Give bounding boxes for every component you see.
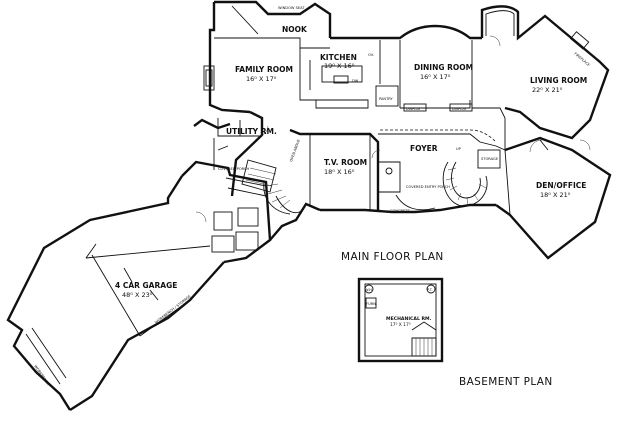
label-den-office: DEN/OFFICE: [536, 181, 586, 190]
label-pantry: PANTRY: [379, 97, 394, 101]
label-tv-room: T.V. ROOM: [324, 158, 367, 167]
label-living-room: LIVING ROOM: [530, 76, 587, 85]
label-workbench: WORKBENCH: [33, 364, 50, 386]
label-family-room: FAMILY ROOM: [235, 65, 293, 74]
stairs: [241, 159, 291, 215]
dim-tv-room: 18⁰ X 16⁰: [324, 168, 355, 176]
label-display-2: DISPLAY: [452, 107, 468, 111]
label-fireplace: FIREPLACE: [573, 52, 591, 68]
label-furnace: FURN.: [366, 302, 377, 306]
label-open-above: OPEN ABOVE: [289, 138, 301, 162]
label-nook: NOOK: [282, 25, 308, 34]
doors: [195, 35, 591, 223]
basement-plan-drawing: [357, 277, 444, 363]
plan-titles: MAIN FLOOR PLAN BASEMENT PLAN: [341, 251, 553, 388]
dim-living-room: 22⁰ X 21⁰: [532, 86, 563, 94]
basement-plan-title: BASEMENT PLAN: [459, 376, 553, 388]
label-ov: OV.: [368, 53, 374, 57]
dim-garage: 48⁰ X 23⁰: [122, 291, 153, 299]
label-garage: 4 CAR GARAGE: [115, 281, 177, 290]
label-concrete: CONCRETE: [390, 209, 410, 213]
garage-details: [25, 177, 267, 385]
label-covered-entry: COVERED ENTRY PORCH: [406, 185, 450, 189]
detail-labels: PANTRY DISPLAY DISPLAY STORAGE COVERED E…: [33, 52, 591, 387]
label-dining-room: DINING ROOM: [414, 63, 473, 72]
label-display-1: DISPLAY: [406, 107, 422, 111]
label-up: UP: [456, 147, 462, 151]
family-fireplace: [203, 65, 215, 91]
interior-walls: [213, 5, 590, 216]
label-kitchen: KITCHEN: [320, 53, 357, 62]
room-labels: WINDOW SEAT NOOK FAMILY ROOM 16⁰ X 17⁰ K…: [115, 6, 587, 328]
label-covered-porch: COVERED PORCH: [218, 167, 250, 171]
dim-kitchen: 19⁰ X 16⁰: [324, 62, 355, 70]
exterior-walls: [6, 0, 612, 412]
label-pressure-tank: P.T.: [427, 288, 433, 292]
label-window-seat: WINDOW SEAT: [278, 6, 305, 10]
label-storage: STORAGE: [481, 157, 499, 161]
label-mechanical-room: MECHANICAL RM.: [386, 316, 432, 322]
label-water-heater: W.H.: [365, 288, 373, 292]
label-workbench-storage: WORKBENCH / STORAGE: [154, 294, 192, 325]
label-utility-room: UTILITY RM.: [226, 127, 277, 136]
dim-den-office: 18⁰ X 21⁰: [540, 191, 571, 199]
label-dw: DW: [352, 79, 359, 83]
dim-dining-room: 16⁰ X 17⁰: [420, 73, 451, 81]
dim-family-room: 16⁰ X 17⁰: [246, 75, 277, 83]
dim-mechanical-room: 17⁰ X 17⁰: [390, 322, 411, 328]
label-foyer: FOYER: [410, 144, 438, 153]
main-floor-plan-title: MAIN FLOOR PLAN: [341, 251, 444, 263]
